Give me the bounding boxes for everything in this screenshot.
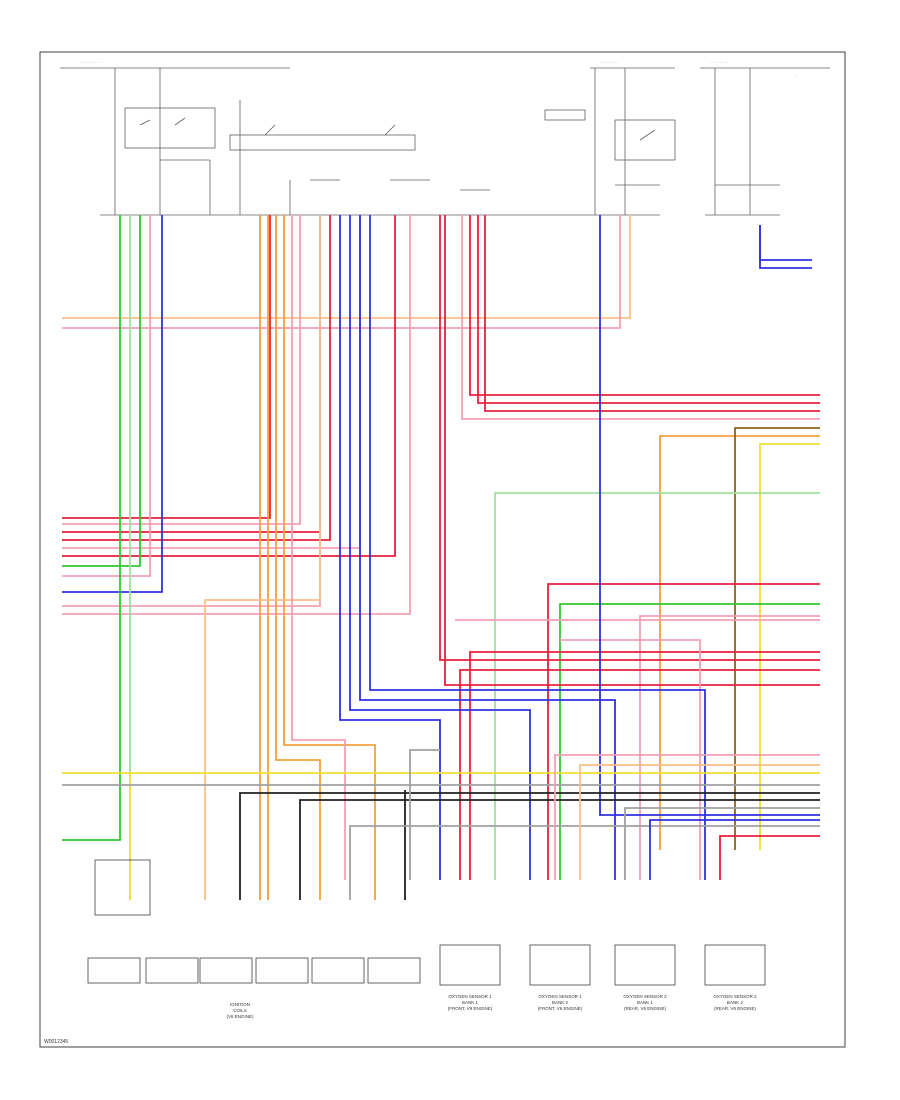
ignition-caption-line-3: (V6 ENGINE) <box>226 1014 254 1019</box>
svg-text:· · · · · · · ·: · · · · · · · · <box>600 60 618 65</box>
svg-text:· · · · · · · ·: · · · · · · · · <box>710 60 728 65</box>
sensor2-caption-line-1: OXYGEN SENSOR 1 <box>538 994 582 999</box>
tiny-labels: · · · · · · · · · · · · · · · · · · · · … <box>80 60 797 79</box>
sensor4-caption-line-3: (REAR, V6 ENGINE) <box>714 1006 757 1011</box>
sensor1-caption-line-3: (FRONT, V6 ENGINE) <box>448 1006 493 1011</box>
ignition-coil-1 <box>87 957 141 984</box>
wires <box>62 215 820 900</box>
sensor3-caption-line-3: (REAR, V6 ENGINE) <box>624 1006 667 1011</box>
diagram-frame <box>39 51 846 1048</box>
sensor-captions: OXYGEN SENSOR 1 BANK 1 (FRONT, V6 ENGINE… <box>448 994 757 1011</box>
ignition-coil-5 <box>311 957 365 984</box>
ignition-coil-3 <box>199 957 253 984</box>
svg-text:·: · <box>796 74 797 79</box>
ignition-coil-4 <box>255 957 309 984</box>
ignition-caption-line-1: IGNITION <box>230 1002 250 1007</box>
sensor3-caption-line-2: BANK 1 <box>637 1000 654 1005</box>
sensor1-caption-line-1: OXYGEN SENSOR 1 <box>448 994 492 999</box>
oxygen-sensors <box>439 944 766 986</box>
svg-text:· · · · · · · · ·: · · · · · · · · · <box>80 60 101 65</box>
sensor3-caption-line-1: OXYGEN SENSOR 2 <box>623 994 667 999</box>
oxygen-sensor-1 <box>439 944 501 986</box>
sensor4-caption-line-2: BANK 2 <box>727 1000 744 1005</box>
oxygen-sensor-4 <box>704 944 766 986</box>
sensor2-caption-line-2: BANK 2 <box>552 1000 569 1005</box>
sensor2-caption-line-3: (FRONT, V6 ENGINE) <box>538 1006 583 1011</box>
ignition-coil-caption: IGNITION COILS (V6 ENGINE) <box>226 1002 254 1019</box>
diagram-code: W0012345 <box>44 1039 68 1045</box>
relay-boxes <box>124 100 780 215</box>
oxygen-sensor-3 <box>614 944 676 986</box>
sensor1-caption-line-2: BANK 1 <box>462 1000 479 1005</box>
power-rails <box>60 67 830 215</box>
ignition-coils <box>87 859 421 984</box>
ignition-coil-2 <box>145 957 199 984</box>
ignition-coil-6 <box>367 957 421 984</box>
ignition-caption-line-2: COILS <box>233 1008 247 1013</box>
sensor4-caption-line-1: OXYGEN SENSOR 2 <box>713 994 757 999</box>
oxygen-sensor-2 <box>529 944 591 986</box>
